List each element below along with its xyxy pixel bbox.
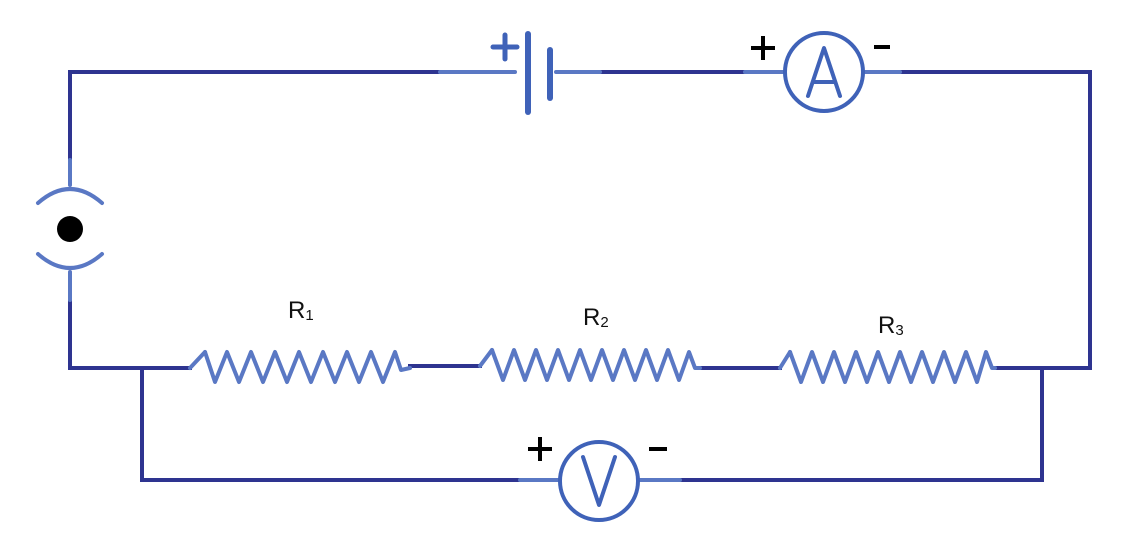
switch-arc-bottom [36, 252, 104, 270]
ammeter-icon [743, 31, 902, 113]
r1-zigzag [203, 350, 412, 384]
voltmeter-letter-v [581, 455, 617, 507]
r3-letter: R [878, 312, 895, 339]
voltmeter-loop-wires [140, 366, 1044, 482]
switch-arc-top [36, 187, 104, 205]
wire-voltmeter-right [678, 366, 1044, 482]
ammeter-positive-sign [751, 36, 775, 60]
wire-voltmeter-left [140, 366, 522, 482]
r3-zigzag [788, 350, 997, 384]
r2-letter: R [583, 304, 600, 331]
r2-zigzag [490, 348, 702, 382]
resistor-label-r1: R1 [288, 297, 314, 324]
resistor-icon [188, 350, 412, 384]
r1-lead-left [188, 350, 207, 370]
r3-subscript: 3 [895, 322, 903, 339]
resistor-label-r2: R2 [583, 304, 609, 331]
battery-icon [438, 31, 602, 115]
wire-bottom-left [68, 298, 192, 370]
main-loop-wires [68, 70, 1092, 370]
voltmeter-ring [558, 440, 640, 522]
r2-lead-left [478, 348, 494, 368]
r1-subscript: 1 [305, 307, 313, 324]
wire-top-left [68, 70, 442, 162]
r1-letter: R [288, 297, 305, 324]
switch-contact-dot [57, 216, 83, 242]
r3-lead-left [778, 350, 792, 370]
resistor-label-r3: R3 [878, 312, 904, 339]
resistor-icon [478, 348, 702, 382]
battery-positive-sign [490, 32, 520, 62]
switch-icon [36, 158, 104, 302]
r2-subscript: 2 [600, 314, 608, 331]
ammeter-ring [783, 31, 865, 113]
ammeter-letter-a [806, 46, 842, 98]
voltmeter-positive-sign [528, 437, 552, 461]
wire-right [898, 70, 1092, 370]
resistor-icon [778, 350, 997, 384]
voltmeter-icon [518, 437, 682, 522]
